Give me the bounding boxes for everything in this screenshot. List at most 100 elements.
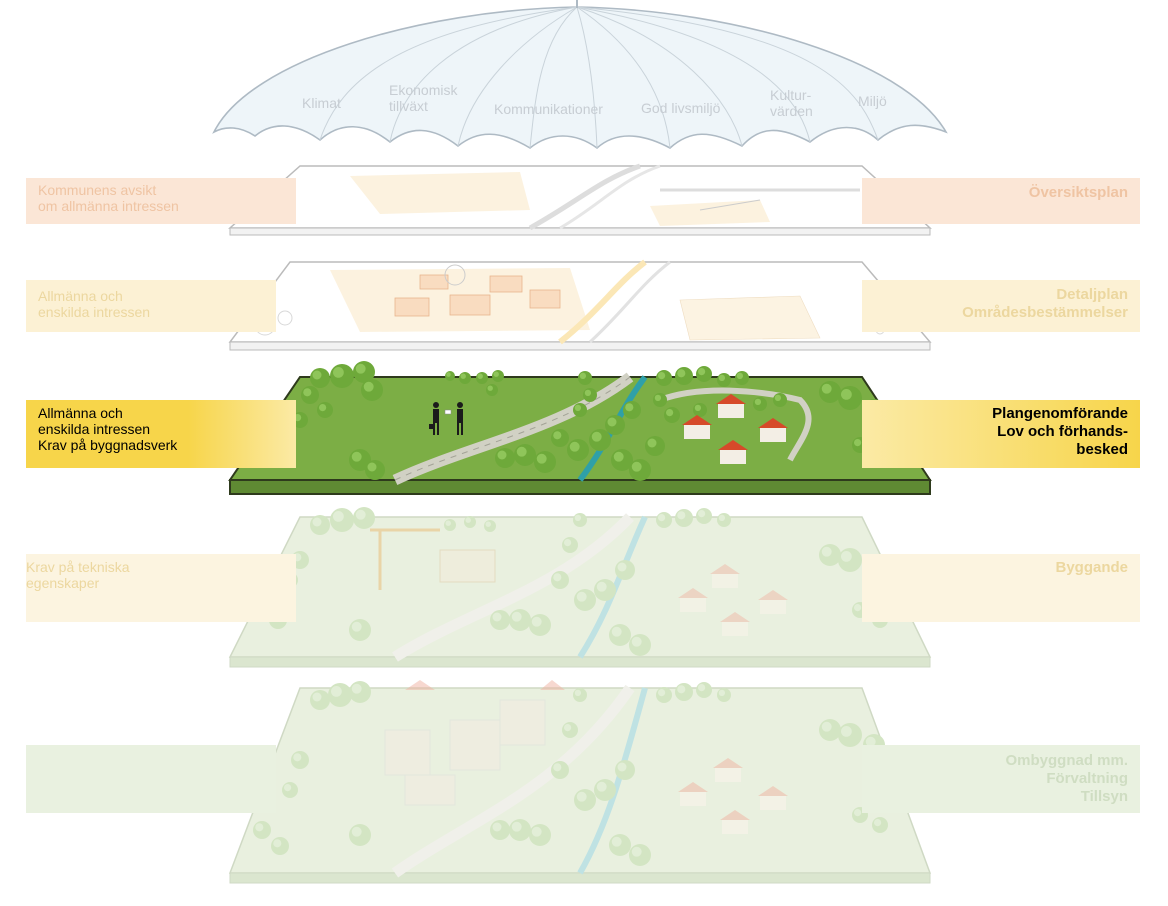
tree-highlight (865, 736, 876, 747)
tree-highlight (631, 461, 642, 472)
tree-highlight (698, 509, 706, 518)
tree-highlight (841, 726, 852, 737)
tree-highlight (576, 591, 587, 602)
band-right-3 (862, 400, 1140, 468)
tree-highlight (611, 836, 622, 847)
tree-highlight (584, 389, 592, 397)
layer-byggande (228, 507, 932, 668)
tree-highlight (312, 517, 322, 527)
tree-highlight (854, 809, 862, 817)
tree-highlight (874, 819, 882, 827)
tree-highlight (511, 611, 522, 622)
tree-highlight (312, 370, 322, 380)
tree-highlight (579, 372, 587, 380)
tree-highlight (331, 686, 342, 697)
tree-highlight (841, 389, 852, 400)
tree-highlight (333, 367, 344, 378)
tree-highlight (611, 626, 622, 637)
tree-highlight (658, 372, 666, 380)
tree-highlight (363, 381, 374, 392)
tree-highlight (736, 372, 744, 380)
layer-5-right-text: Ombyggnad mm. Förvaltning Tillsyn (1005, 752, 1128, 805)
tree-highlight (487, 385, 493, 391)
tree-highlight (303, 388, 312, 397)
tree-highlight (677, 369, 686, 378)
tree-highlight (658, 689, 666, 697)
tree-highlight (677, 511, 686, 520)
tree-highlight (574, 514, 582, 522)
tree-highlight (854, 439, 862, 447)
tree-highlight (854, 604, 862, 612)
tree-highlight (511, 821, 522, 832)
tree-highlight (355, 363, 366, 374)
layer-2-right-text: Detaljplan Områdesbestämmelser (962, 286, 1128, 321)
tree-highlight (574, 404, 582, 412)
umbrella-label-god-livsmiljo: God livsmiljö (641, 100, 721, 116)
band-right-2 (862, 280, 1140, 332)
band-left-3 (26, 400, 296, 468)
umbrella (212, 0, 948, 150)
tree-highlight (698, 684, 706, 692)
tree-highlight (666, 409, 674, 417)
umbrella-label-ekonomisk-tillvaxt: Ekonomisk tillväxt (389, 82, 458, 114)
layer-4-right-text: Byggande (1055, 559, 1128, 576)
tree-highlight (596, 581, 607, 592)
tree-highlight (694, 404, 702, 412)
layer-oversiktsplan (228, 163, 932, 236)
tree-highlight (774, 394, 782, 402)
tree-highlight (677, 685, 686, 694)
band-left-1 (26, 178, 296, 224)
tree-highlight (821, 383, 832, 394)
tree-highlight (460, 373, 466, 379)
tree-highlight (351, 621, 362, 632)
tree-highlight (355, 509, 366, 520)
tree-highlight (284, 784, 292, 792)
tree-highlight (841, 551, 852, 562)
tree-highlight (631, 846, 642, 857)
tree-highlight (351, 683, 362, 694)
tree-highlight (367, 462, 377, 472)
tree-highlight (493, 371, 499, 377)
layer-4-left-text: Krav på tekniska egenskaper (26, 559, 130, 591)
tree-highlight (351, 451, 362, 462)
band-left-5 (26, 745, 276, 813)
band-right-5 (862, 745, 1140, 813)
tree-highlight (718, 514, 726, 522)
tree-highlight (465, 517, 471, 523)
tree-highlight (718, 689, 726, 697)
tree-highlight (617, 762, 627, 772)
tree-highlight (821, 546, 832, 557)
tree-highlight (625, 403, 634, 412)
tree-highlight (569, 441, 580, 452)
umbrella-label-kulturvarden: Kultur- värden (770, 87, 813, 119)
tree-highlight (591, 431, 602, 442)
tree-highlight (485, 521, 491, 527)
tree-highlight (613, 451, 624, 462)
tree-highlight (333, 511, 344, 522)
tree-highlight (293, 753, 302, 762)
tree-highlight (596, 781, 607, 792)
tree-highlight (553, 573, 562, 582)
band-right-4 (862, 554, 1140, 622)
band-left-4 (26, 554, 296, 622)
tree-highlight (446, 372, 451, 377)
band-left-2 (26, 280, 276, 332)
tree-highlight (553, 431, 562, 440)
tree-highlight (617, 562, 627, 572)
tree-highlight (607, 417, 617, 427)
tree-highlight (531, 826, 542, 837)
tree-highlight (531, 616, 542, 627)
tree-highlight (497, 450, 507, 460)
layer-2-left-text: Allmänna och enskilda intressen (38, 288, 151, 320)
layer-1-left-text: Kommunens avsikt om allmänna intressen (38, 182, 179, 214)
people-handshake (429, 402, 463, 435)
tree-highlight (821, 721, 832, 732)
tree-highlight (319, 404, 327, 412)
tree-highlight (492, 822, 502, 832)
umbrella-label-kommunikationer: Kommunikationer (494, 101, 603, 117)
tree-highlight (564, 724, 572, 732)
layer-ombyggnad (228, 680, 932, 884)
tree-highlight (564, 539, 572, 547)
tree-highlight (754, 398, 762, 406)
tree-highlight (492, 612, 502, 622)
